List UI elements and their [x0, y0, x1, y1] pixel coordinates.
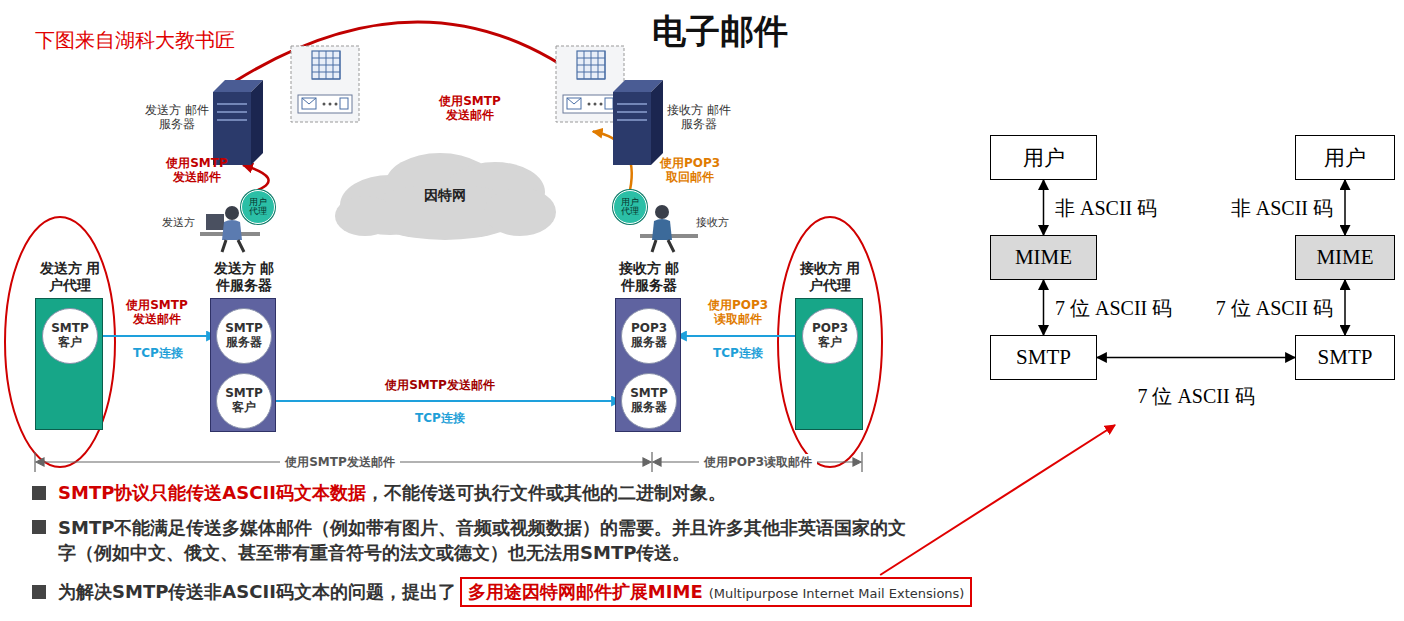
- box-heading: 发送方 邮件服务器: [213, 260, 275, 294]
- slide-title: 电子邮件: [652, 9, 788, 55]
- box-heading: 接收方 邮件服务器: [618, 260, 680, 294]
- bullet-text: 为解决SMTP传送非ASCII码文本的问题，提出了: [58, 580, 456, 604]
- edge-label: 使用POP3 读取邮件: [706, 298, 770, 327]
- circle-label: SMTP 服务器: [221, 322, 267, 350]
- tcp-label: TCP连接: [415, 410, 465, 427]
- layer-box: MIME: [990, 235, 1097, 280]
- dimension-line: [35, 452, 862, 472]
- layer-box: SMTP: [1295, 335, 1395, 380]
- user-agent-badge: 用户 代理: [613, 190, 647, 224]
- user-agent-badge: 用户 代理: [241, 190, 275, 224]
- protocol-circle: POP3 服务器: [621, 308, 677, 364]
- box-heading: 接收方 用户代理: [799, 260, 861, 294]
- connector-arrow: [1344, 280, 1346, 335]
- server-icon: [213, 80, 263, 165]
- mail-server-box: 发送方 邮件服务器SMTP 服务器SMTP 客户: [210, 298, 276, 432]
- server-label: 接收方 邮件服务器: [667, 103, 731, 132]
- box-heading: 发送方 用户代理: [39, 260, 101, 294]
- user-agent-label: 用户 代理: [620, 198, 640, 217]
- box-label: 用户: [1023, 144, 1065, 172]
- span-label: 使用POP3读取邮件: [699, 454, 817, 471]
- highlight-ellipse: [778, 217, 882, 467]
- circle-label: POP3 客户: [807, 322, 853, 350]
- edge-label: 使用SMTP 发送邮件: [125, 298, 189, 327]
- edge-label: 非 ASCII 码: [1055, 195, 1157, 222]
- box-label: MIME: [1015, 245, 1072, 270]
- server-icon: [613, 80, 663, 165]
- layer-box: SMTP: [990, 335, 1097, 380]
- connector-arrow: [243, 165, 269, 190]
- edge-label: 使用SMTP发送邮件: [385, 378, 495, 392]
- circle-label: SMTP 服务器: [626, 387, 672, 415]
- connector-arrow: [1344, 180, 1346, 235]
- mail-server-box: 接收方 邮件服务器POP3 服务器SMTP 服务器: [615, 298, 681, 432]
- highlight-term: 多用途因特网邮件扩展MIME: [468, 580, 703, 604]
- internet-cloud: 因特网: [330, 150, 560, 242]
- leader-arrow: [880, 425, 1115, 575]
- role-label: 接收方: [696, 215, 729, 230]
- circle-label: SMTP 客户: [221, 387, 267, 415]
- highlight-box: 多用途因特网邮件扩展MIME (Multipurpose Internet Mai…: [460, 577, 973, 607]
- layer-box: MIME: [1295, 235, 1395, 280]
- source-note: 下图来自湖科大教书匠: [35, 27, 235, 54]
- connector-arrow: [1043, 280, 1045, 335]
- edge-label: 使用SMTP 发送邮件: [165, 156, 229, 185]
- protocol-circle: SMTP 服务器: [621, 373, 677, 429]
- connector-arrow: [236, 22, 593, 87]
- tcp-label: TCP连接: [133, 345, 183, 362]
- edge-label: 使用SMTP 发送邮件: [438, 94, 502, 123]
- server-label: 发送方 邮件服务器: [145, 103, 209, 132]
- bullet-emphasis: SMTP协议只能传送ASCII码文本数据: [58, 481, 366, 505]
- user-agent-label: 用户 代理: [248, 198, 268, 217]
- highlight-gloss: (Multipurpose Internet Mail Extensions): [709, 586, 965, 601]
- edge-label: 7 位 ASCII 码: [1055, 295, 1172, 322]
- connector-arrow: [272, 400, 621, 402]
- layer-box: 用户: [1295, 135, 1395, 180]
- protocol-circle: SMTP 服务器: [216, 308, 272, 364]
- connector-arrow: [677, 335, 802, 337]
- bullet-square: [32, 486, 46, 599]
- protocol-circle: POP3 客户: [802, 308, 858, 364]
- connector-arrow: [1097, 357, 1295, 359]
- edge-label: 7 位 ASCII 码: [1216, 295, 1333, 322]
- bullet-text: SMTP不能满足传送多媒体邮件（例如带有图片、音频或视频数据）的需要。并且许多其…: [58, 515, 918, 565]
- edge-label: 使用POP3 取回邮件: [658, 156, 722, 185]
- span-label: 使用SMTP发送邮件: [280, 454, 400, 471]
- bullet-text: ，不能传送可执行文件或其他的二进制对象。: [366, 481, 726, 505]
- receiver-person: [640, 205, 698, 252]
- box-label: SMTP: [1318, 345, 1373, 370]
- protocol-circle: SMTP 客户: [42, 308, 98, 364]
- connector-arrow: [1043, 180, 1045, 235]
- highlight-ellipse: [5, 217, 115, 467]
- connector-arrow: [98, 335, 216, 337]
- role-label: 发送方: [162, 215, 195, 230]
- user-agent-box: 接收方 用户代理POP3 客户: [795, 298, 863, 430]
- circle-label: SMTP 客户: [47, 322, 93, 350]
- box-label: SMTP: [1016, 345, 1071, 370]
- sender-mail-server: 发送方 邮件服务器: [213, 45, 363, 165]
- box-label: MIME: [1316, 245, 1373, 270]
- edge-label: 非 ASCII 码: [1231, 195, 1333, 222]
- layer-box: 用户: [990, 135, 1097, 180]
- mailbox-icon: [290, 45, 360, 123]
- tcp-label: TCP连接: [713, 345, 763, 362]
- receiver-mail-server: 接收方 邮件服务器: [555, 45, 663, 165]
- circle-label: POP3 服务器: [626, 322, 672, 350]
- cloud-label: 因特网: [424, 187, 466, 205]
- box-label: 用户: [1324, 144, 1366, 172]
- edge-label: 7 位 ASCII 码: [1137, 383, 1254, 410]
- protocol-circle: SMTP 客户: [216, 373, 272, 429]
- user-agent-box: 发送方 用户代理SMTP 客户: [35, 298, 103, 430]
